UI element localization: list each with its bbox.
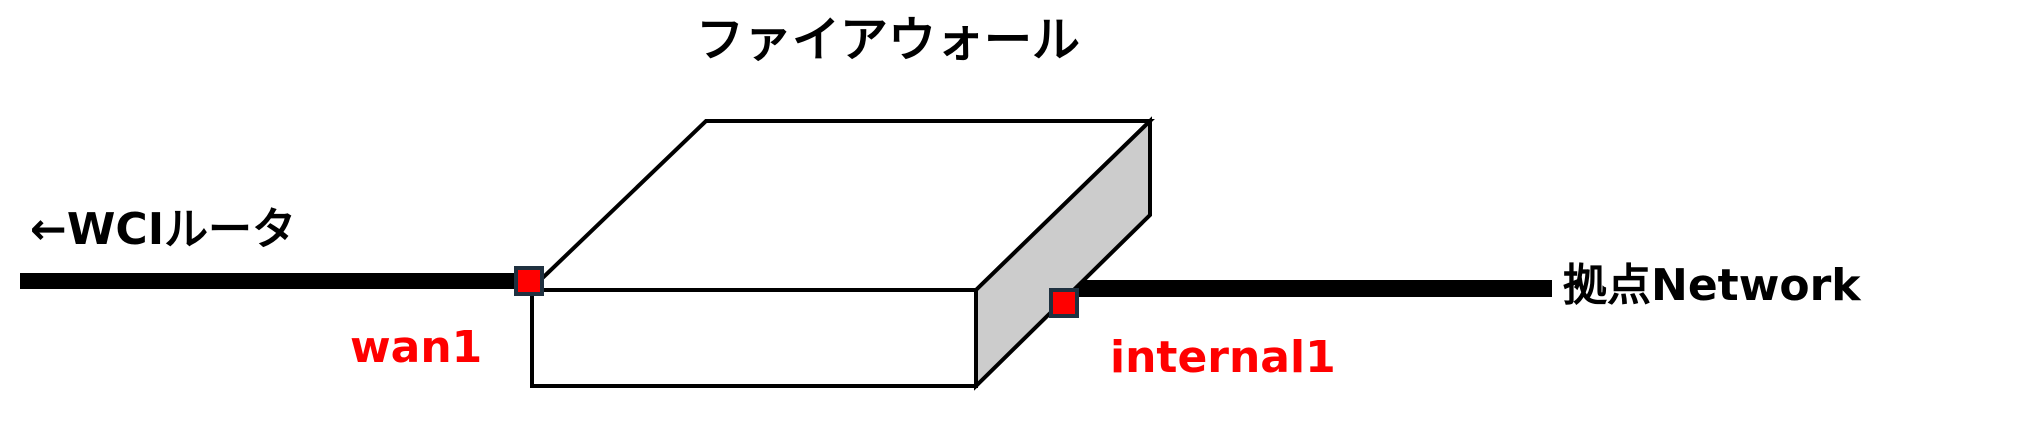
firewall-front-face [530, 288, 978, 388]
wan-cable [20, 273, 530, 289]
lan-cable [1060, 280, 1552, 297]
device-title: ファイアウォール [696, 12, 1080, 68]
port-internal1 [1049, 288, 1079, 318]
site-network-label: 拠点Network [1563, 260, 1862, 311]
port-internal1-label: internal1 [1110, 332, 1336, 383]
port-wan1 [514, 266, 544, 296]
wcirouter-label: ←WCIルータ [30, 204, 296, 255]
port-wan1-label: wan1 [350, 322, 482, 373]
